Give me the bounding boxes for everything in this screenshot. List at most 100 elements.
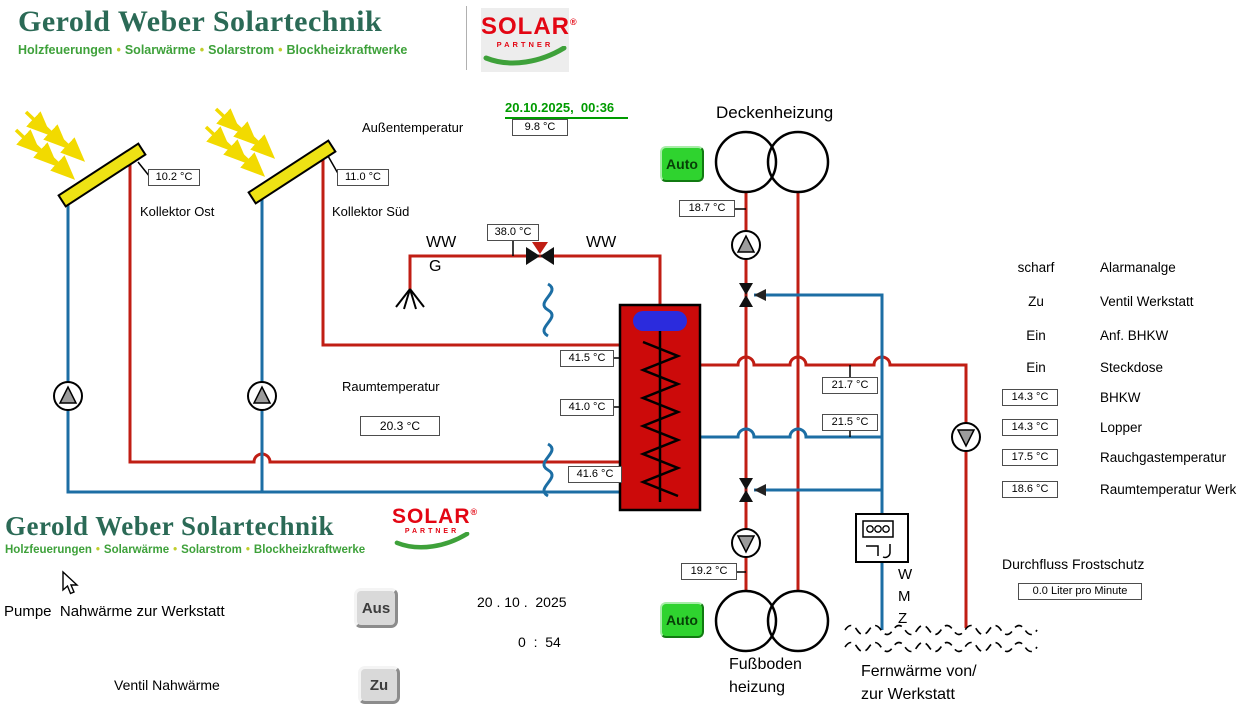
company-logo-top: Gerold Weber Solartechnik Holzfeuerungen… xyxy=(18,6,407,57)
status-label-ventil-werkstatt: Ventil Werkstatt xyxy=(1100,294,1194,309)
pump-fussboden xyxy=(731,528,761,558)
pumpe-nahwaerme-button[interactable]: Aus xyxy=(354,588,398,628)
temp-werkstatt-vl: 21.7 °C xyxy=(822,377,878,394)
wmz-z: Z xyxy=(898,610,908,627)
swoosh-icon xyxy=(483,46,567,66)
solar-partner-logo-bottom: SOLAR® PARTNER xyxy=(392,505,477,564)
tagline-word: Holzfeuerungen xyxy=(5,544,92,557)
buffer-tank xyxy=(618,303,702,512)
pump-collector-east xyxy=(53,381,83,411)
time-bottom: 0 : 54 xyxy=(518,634,561,650)
tagline-bullet: • xyxy=(95,544,100,557)
pipe-mixing-upper xyxy=(754,293,884,630)
deckenheizung-heat-exchanger xyxy=(714,130,830,194)
tagline-bullet: • xyxy=(199,42,205,57)
logo-divider xyxy=(466,6,467,70)
tagline-word: Solarwärme xyxy=(124,42,196,57)
company-logo-bottom: Gerold Weber Solartechnik Holzfeuerungen… xyxy=(5,511,365,557)
temp-raum: 20.3 °C xyxy=(360,416,440,436)
g-label: G xyxy=(429,258,442,275)
kollektor-ost-label: Kollektor Ost xyxy=(140,204,215,219)
tagline-word: Blockheizkraftwerke xyxy=(286,42,408,57)
ww-right-label: WW xyxy=(586,234,617,251)
date-bottom: 20 . 10 . 2025 xyxy=(477,594,567,610)
registered-mark: ® xyxy=(470,507,479,517)
collector-east xyxy=(57,142,147,208)
status-temp-raum-werkstatt: 18.6 °C xyxy=(1002,481,1058,498)
valve-deckenheizung xyxy=(739,283,753,307)
heat-meter xyxy=(855,513,909,563)
fussbodenheizung-label: Fußboden heizung xyxy=(729,653,802,699)
temp-fussboden: 19.2 °C xyxy=(681,563,737,580)
valve-fussboden xyxy=(739,478,753,502)
pumpe-nahwaerme-label: Pumpe Nahwärme zur Werkstatt xyxy=(4,603,225,620)
status-temp-bhkw: 14.3 °C xyxy=(1002,389,1058,406)
temp-ww: 38.0 °C xyxy=(487,224,539,241)
fernwaerme-line2: zur Werkstatt xyxy=(861,686,955,703)
temp-werkstatt-rl: 21.5 °C xyxy=(822,414,878,431)
temp-kollektor-ost: 10.2 °C xyxy=(148,169,200,186)
auto-button-fussboden[interactable]: Auto xyxy=(660,602,704,638)
fussboden-line2: heizung xyxy=(729,679,786,696)
status-temp-rauchgas: 17.5 °C xyxy=(1002,449,1058,466)
pipe-warmwater xyxy=(408,254,662,307)
status-label-alarm: Alarmanalge xyxy=(1100,260,1176,275)
tank-top-element xyxy=(633,311,687,331)
temp-deckenheizung: 18.7 °C xyxy=(679,200,735,217)
tagline-bullet: • xyxy=(116,42,121,57)
pump-werkstatt xyxy=(951,422,981,452)
district-heating-lines xyxy=(844,624,1038,653)
registered-mark: ® xyxy=(570,17,578,27)
tagline-bullet: • xyxy=(245,544,250,557)
sun-rays-south xyxy=(204,107,276,177)
fussboden-line1: Fußboden xyxy=(729,656,802,673)
datetime-display: 20.10.2025, 00:36 xyxy=(505,100,629,119)
temp-speicher-mitte: 41.0 °C xyxy=(560,399,614,416)
company-name: Gerold Weber Solartechnik xyxy=(18,5,383,38)
tagline-word: Holzfeuerungen xyxy=(18,42,113,57)
wmz-w: W xyxy=(898,566,913,583)
status-label-steckdose: Steckdose xyxy=(1100,360,1164,375)
swoosh-icon xyxy=(394,532,470,550)
status-label-anf-bhkw: Anf. BHKW xyxy=(1100,328,1169,343)
auto-button-deckenheizung[interactable]: Auto xyxy=(660,146,704,182)
mouse-cursor xyxy=(62,570,79,595)
pipe-collector-south-hot xyxy=(321,154,622,347)
company-name: Gerold Weber Solartechnik xyxy=(5,511,335,541)
sensor-stubs xyxy=(137,155,851,573)
mixing-valve-ww xyxy=(526,242,554,265)
temp-speicher-oben: 41.5 °C xyxy=(560,350,614,367)
tagline-word: Solarwärme xyxy=(103,544,170,557)
status-value-steckdose: Ein xyxy=(1026,360,1046,375)
tagline-word: Solarstrom xyxy=(181,544,242,557)
partner-word: PARTNER xyxy=(496,40,554,49)
pipe-tank-return-werkstatt xyxy=(700,427,882,439)
pipe-tank-to-werkstatt-hot xyxy=(700,355,968,628)
durchfluss-value: 0.0 Liter pro Minute xyxy=(1018,583,1142,600)
fussbodenheizung-heat-exchanger xyxy=(714,589,830,653)
fernwaerme-label: Fernwärme von/ zur Werkstatt xyxy=(861,660,977,706)
tagline-bullet: • xyxy=(278,42,283,57)
ground-symbol xyxy=(395,288,425,310)
temp-speicher-unten: 41.6 °C xyxy=(568,466,622,483)
ventil-nahwaerme-button[interactable]: Zu xyxy=(358,666,400,704)
temp-aussen: 9.8 °C xyxy=(512,119,568,136)
status-label-bhkw: BHKW xyxy=(1100,390,1141,405)
solar-word: SOLAR xyxy=(392,505,471,528)
status-label-raum-werkstatt: Raumtemperatur Werk xyxy=(1100,482,1237,497)
wmz-label: W M Z xyxy=(898,564,912,630)
deckenheizung-label: Deckenheizung xyxy=(716,103,834,122)
status-value-ventil-werkstatt: Zu xyxy=(1028,294,1044,309)
wmz-m: M xyxy=(898,588,911,605)
collector-south xyxy=(247,139,337,205)
aussentemperatur-label: Außentemperatur xyxy=(362,120,464,135)
pump-collector-south xyxy=(247,381,277,411)
status-label-lopper: Lopper xyxy=(1100,420,1143,435)
expansion-loop-lower xyxy=(542,442,554,498)
flow-arrow-upper xyxy=(754,289,766,301)
flow-arrow-lower xyxy=(754,484,766,496)
partner-word: PARTNER xyxy=(404,528,460,535)
solar-logo-text: SOLAR® xyxy=(481,15,577,39)
tagline-bullet: • xyxy=(173,544,178,557)
